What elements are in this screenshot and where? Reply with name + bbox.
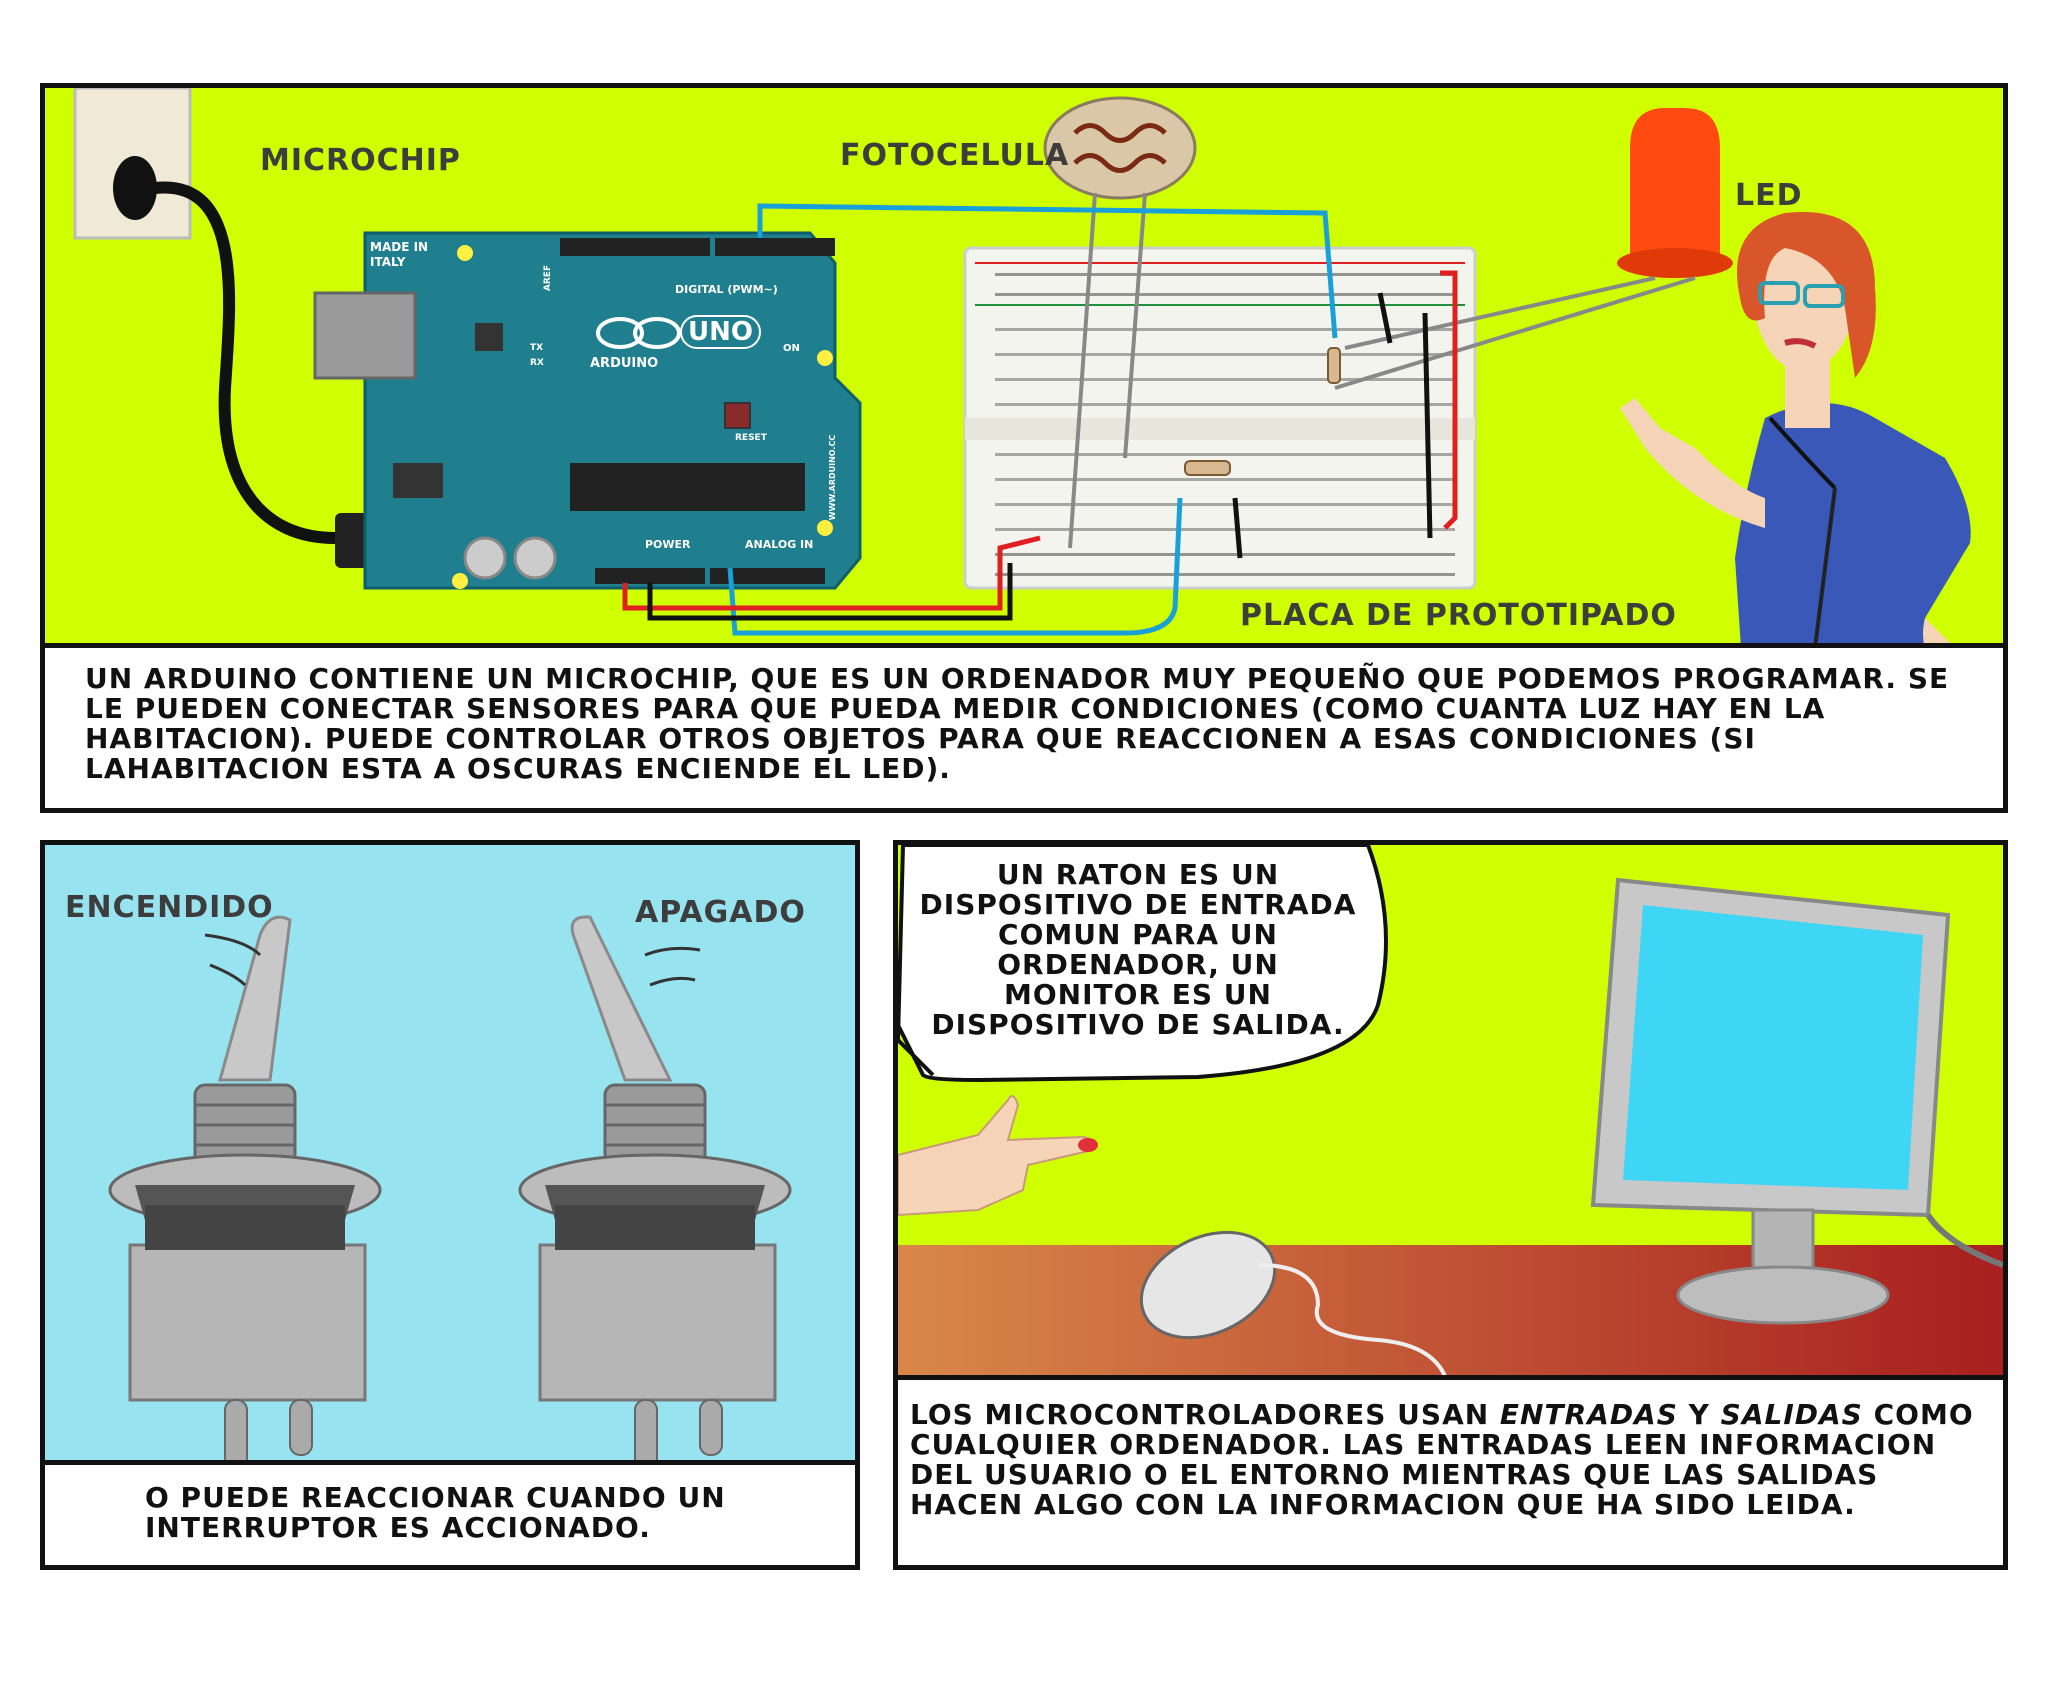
wire-red xyxy=(622,535,1041,611)
regulator xyxy=(393,463,443,498)
wire-blue-top xyxy=(757,203,1338,339)
capacitor-1 xyxy=(463,536,507,580)
reset-button xyxy=(724,402,751,429)
panel-arduino: MICROCHIP FOTOCELULA LED PLACA DE PROTOT… xyxy=(40,83,2008,813)
caption-computer-post: COMO CUALQUIER ORDENADOR. LAS ENTRADAS L… xyxy=(910,1398,1974,1521)
power-cable xyxy=(154,181,336,544)
arduino-board xyxy=(363,231,862,590)
board-made-in-italy: MADE IN ITALY xyxy=(370,240,429,269)
label-led: LED xyxy=(1735,178,1803,213)
mouse-cable xyxy=(1257,1263,1450,1386)
header-digital-left xyxy=(560,238,710,256)
caption-arduino: UN ARDUINO CONTIENE UN MICROCHIP, QUE ES… xyxy=(45,643,2003,808)
mount-hole-2 xyxy=(817,350,833,366)
computer-scene-illustration xyxy=(898,845,2003,1386)
board-digital: DIGITAL (PWM~) xyxy=(675,283,778,296)
board-analog-in: ANALOG IN xyxy=(745,538,814,551)
led-bulb xyxy=(1630,108,1720,258)
mount-hole-4 xyxy=(452,573,468,589)
monitor-screen xyxy=(1623,905,1923,1190)
header-power xyxy=(595,568,705,584)
woman-pointing-hand xyxy=(1620,398,1765,528)
mount-hole-3 xyxy=(817,520,833,536)
board-rx: RX xyxy=(530,358,544,368)
microcontroller-chip xyxy=(570,463,805,511)
caption-computer: LOS MICROCONTROLADORES USAN ENTRADAS Y S… xyxy=(898,1375,2003,1565)
label-on: ENCENDIDO xyxy=(65,890,274,925)
woman-hair xyxy=(1737,211,1876,378)
switch-off xyxy=(518,915,792,1471)
board-on: ON xyxy=(783,343,800,354)
board-url: WWW.ARDUINO.CC xyxy=(828,434,838,521)
board-reset: RESET xyxy=(735,433,767,443)
panel-computer: UN RATON ES UN DISPOSITIVO DE ENTRADA CO… xyxy=(893,840,2008,1570)
speech-bubble xyxy=(898,845,1388,1083)
mouse xyxy=(1139,1230,1277,1340)
caption-switch: O PUEDE REACCIONAR CUANDO UN INTERRUPTOR… xyxy=(45,1460,855,1565)
chip-small xyxy=(475,323,503,351)
resistor-1 xyxy=(1327,347,1341,384)
breadboard-channel xyxy=(965,418,1475,440)
caption-computer-outputs: SALIDAS xyxy=(1720,1398,1863,1431)
header-analog xyxy=(710,568,825,584)
label-breadboard: PLACA DE PROTOTIPADO xyxy=(1240,598,1677,633)
bubble-text: UN RATON ES UN DISPOSITIVO DE ENTRADA CO… xyxy=(919,858,1357,1041)
caption-computer-mid: Y xyxy=(1688,1398,1710,1431)
monitor-base xyxy=(1676,1265,1890,1325)
caption-switch-text: O PUEDE REACCIONAR CUANDO UN INTERRUPTOR… xyxy=(145,1481,726,1544)
toggle-switches-illustration xyxy=(108,915,792,1471)
caption-arduino-text: UN ARDUINO CONTIENE UN MICROCHIP, QUE ES… xyxy=(85,662,1950,785)
pointing-hand xyxy=(898,1095,1096,1217)
resistor-2 xyxy=(1184,460,1231,476)
label-off: APAGADO xyxy=(635,895,806,930)
usb-port xyxy=(313,291,417,380)
caption-computer-pre: LOS MICROCONTROLADORES USAN xyxy=(910,1398,1490,1431)
logo-right xyxy=(633,317,681,349)
plug xyxy=(113,156,157,220)
board-brand: ARDUINO xyxy=(590,356,659,371)
switch-on xyxy=(108,915,382,1471)
label-microchip: MICROCHIP xyxy=(260,143,461,178)
board-tx: TX xyxy=(530,343,544,353)
board-aref: AREF xyxy=(543,264,554,292)
board-power: POWER xyxy=(645,538,691,551)
photocell xyxy=(1043,96,1197,200)
woman-dress xyxy=(1735,403,1971,708)
label-photocell: FOTOCELULA xyxy=(840,138,1070,173)
wire-blue-bottom xyxy=(727,497,1183,636)
arduino-scene-illustration xyxy=(73,88,1995,708)
board-uno: UNO xyxy=(680,315,761,349)
panel-switch: ENCENDIDO APAGADO O PUEDE REACCIONAR CUA… xyxy=(40,840,860,1570)
wire-black xyxy=(647,563,1013,621)
mount-hole-1 xyxy=(457,245,473,261)
caption-computer-inputs: ENTRADAS xyxy=(1499,1398,1678,1431)
switch-on-lever xyxy=(218,915,292,1082)
logo-left xyxy=(596,317,644,349)
switch-off-lever xyxy=(570,915,673,1082)
capacitor-2 xyxy=(513,536,557,580)
header-digital-right xyxy=(715,238,835,256)
breadboard-holes xyxy=(995,273,1455,576)
